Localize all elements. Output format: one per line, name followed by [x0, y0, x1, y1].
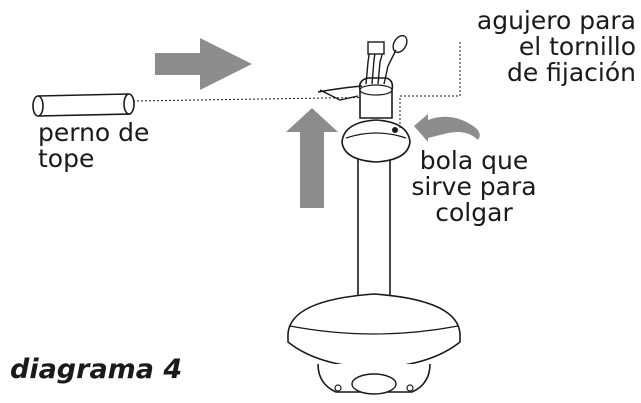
screw-hole-label-line-3: de fijación: [506, 58, 636, 87]
diagram-caption: diagrama 4: [10, 354, 183, 385]
screw-hole-label-line-2: el tornillo: [518, 32, 636, 61]
hanging-ball: [341, 119, 411, 163]
hanging-ball-label-line-1: bola que: [419, 146, 529, 175]
up-arrow-icon: [286, 108, 338, 208]
stop-bolt-label: perno de tope: [38, 120, 149, 172]
bolt-guide-line: [132, 96, 391, 102]
hanging-ball-label-line-2: sirve para: [411, 172, 537, 201]
hanging-ball-label-line-3: colgar: [435, 198, 513, 227]
stop-bolt-label-line-1: perno de: [38, 118, 150, 147]
stop-bolt-label-line-2: tope: [38, 144, 95, 173]
hanging-ball-label: bola que sirve para colgar: [396, 148, 552, 226]
stop-bolt: [32, 93, 135, 117]
screw-hole-leader: [399, 40, 461, 128]
canopy: [287, 293, 461, 395]
downrod: [357, 77, 394, 301]
curved-arrow-icon: [414, 114, 480, 142]
right-arrow-icon: [155, 38, 252, 90]
screw-hole-label: agujero para el tornillo de fijación: [440, 8, 636, 86]
screw-hole-label-line-1: agujero para: [476, 6, 636, 35]
wires: [317, 34, 408, 101]
